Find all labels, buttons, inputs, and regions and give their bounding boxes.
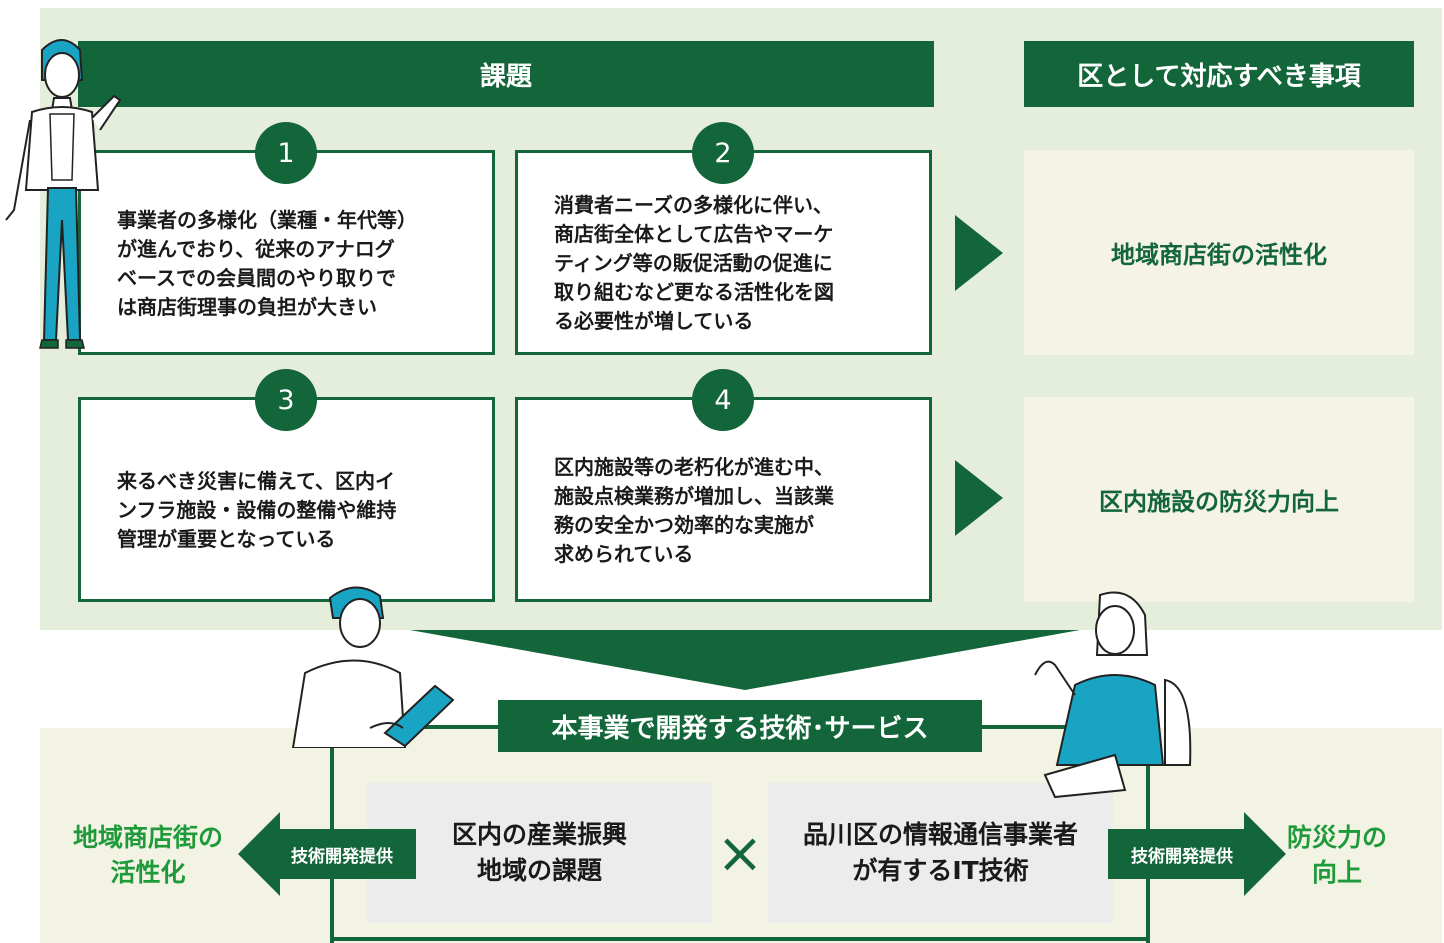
outcome-shopping-street: 地域商店街の 活性化 bbox=[72, 823, 223, 887]
arrow-label-left: 技術開発提供 bbox=[291, 846, 393, 867]
outcome-disaster-prevention: 防災力の 向上 bbox=[1286, 823, 1387, 887]
issue-text-2: 消費者ニーズの多様化に伴い、 商店街全体として広告やマーケ ティング等の販促活動… bbox=[554, 193, 834, 333]
service-title: 本事業で開発する技術･サービス bbox=[498, 700, 982, 752]
response-box-2: 区内施設の防災力向上 bbox=[1024, 397, 1414, 602]
issue-text-1: 事業者の多様化（業種・年代等） が進んでおり、従来のアナログ ベースでの会員間の… bbox=[117, 207, 417, 319]
issue-text-4: 区内施設等の老朽化が進む中、 施設点検業務が増加し、当該業 務の安全かつ効率的な… bbox=[554, 454, 834, 566]
arrow-right-icon bbox=[955, 215, 1003, 291]
issue-badge-1: 1 bbox=[255, 122, 317, 184]
woman-seated-illustration bbox=[1034, 591, 1192, 799]
issue-badge-2: 2 bbox=[692, 122, 754, 184]
frame-line bbox=[330, 937, 1150, 941]
issue-box-1: 事業者の多様化（業種・年代等） が進んでおり、従来のアナログ ベースでの会員間の… bbox=[78, 150, 495, 355]
issues-header: 課題 bbox=[78, 41, 934, 107]
issue-badge-3: 3 bbox=[255, 369, 317, 431]
issue-box-2: 消費者ニーズの多様化に伴い、 商店街全体として広告やマーケ ティング等の販促活動… bbox=[515, 150, 932, 355]
funnel-arrow bbox=[410, 630, 1080, 690]
arrow-right-icon bbox=[955, 460, 1003, 536]
it-technology-box: 品川区の情報通信事業者 が有するIT技術 bbox=[768, 783, 1113, 923]
woman-presenter-illustration bbox=[5, 39, 122, 349]
cross-icon: × bbox=[716, 820, 764, 886]
issue-text-3: 来るべき災害に備えて、区内イ ンフラ施設・設備の整備や維持 管理が重要となってい… bbox=[117, 469, 397, 551]
man-with-tablet-illustration bbox=[291, 586, 455, 748]
issue-box-4: 区内施設等の老朽化が進む中、 施設点検業務が増加し、当該業 務の安全かつ効率的な… bbox=[515, 397, 932, 602]
response-header: 区として対応すべき事項 bbox=[1024, 41, 1414, 107]
arrow-label-right: 技術開発提供 bbox=[1131, 846, 1233, 867]
issue-badge-4: 4 bbox=[692, 369, 754, 431]
industry-box: 区内の産業振興 地域の課題 bbox=[367, 783, 712, 923]
response-box-1: 地域商店街の活性化 bbox=[1024, 150, 1414, 355]
